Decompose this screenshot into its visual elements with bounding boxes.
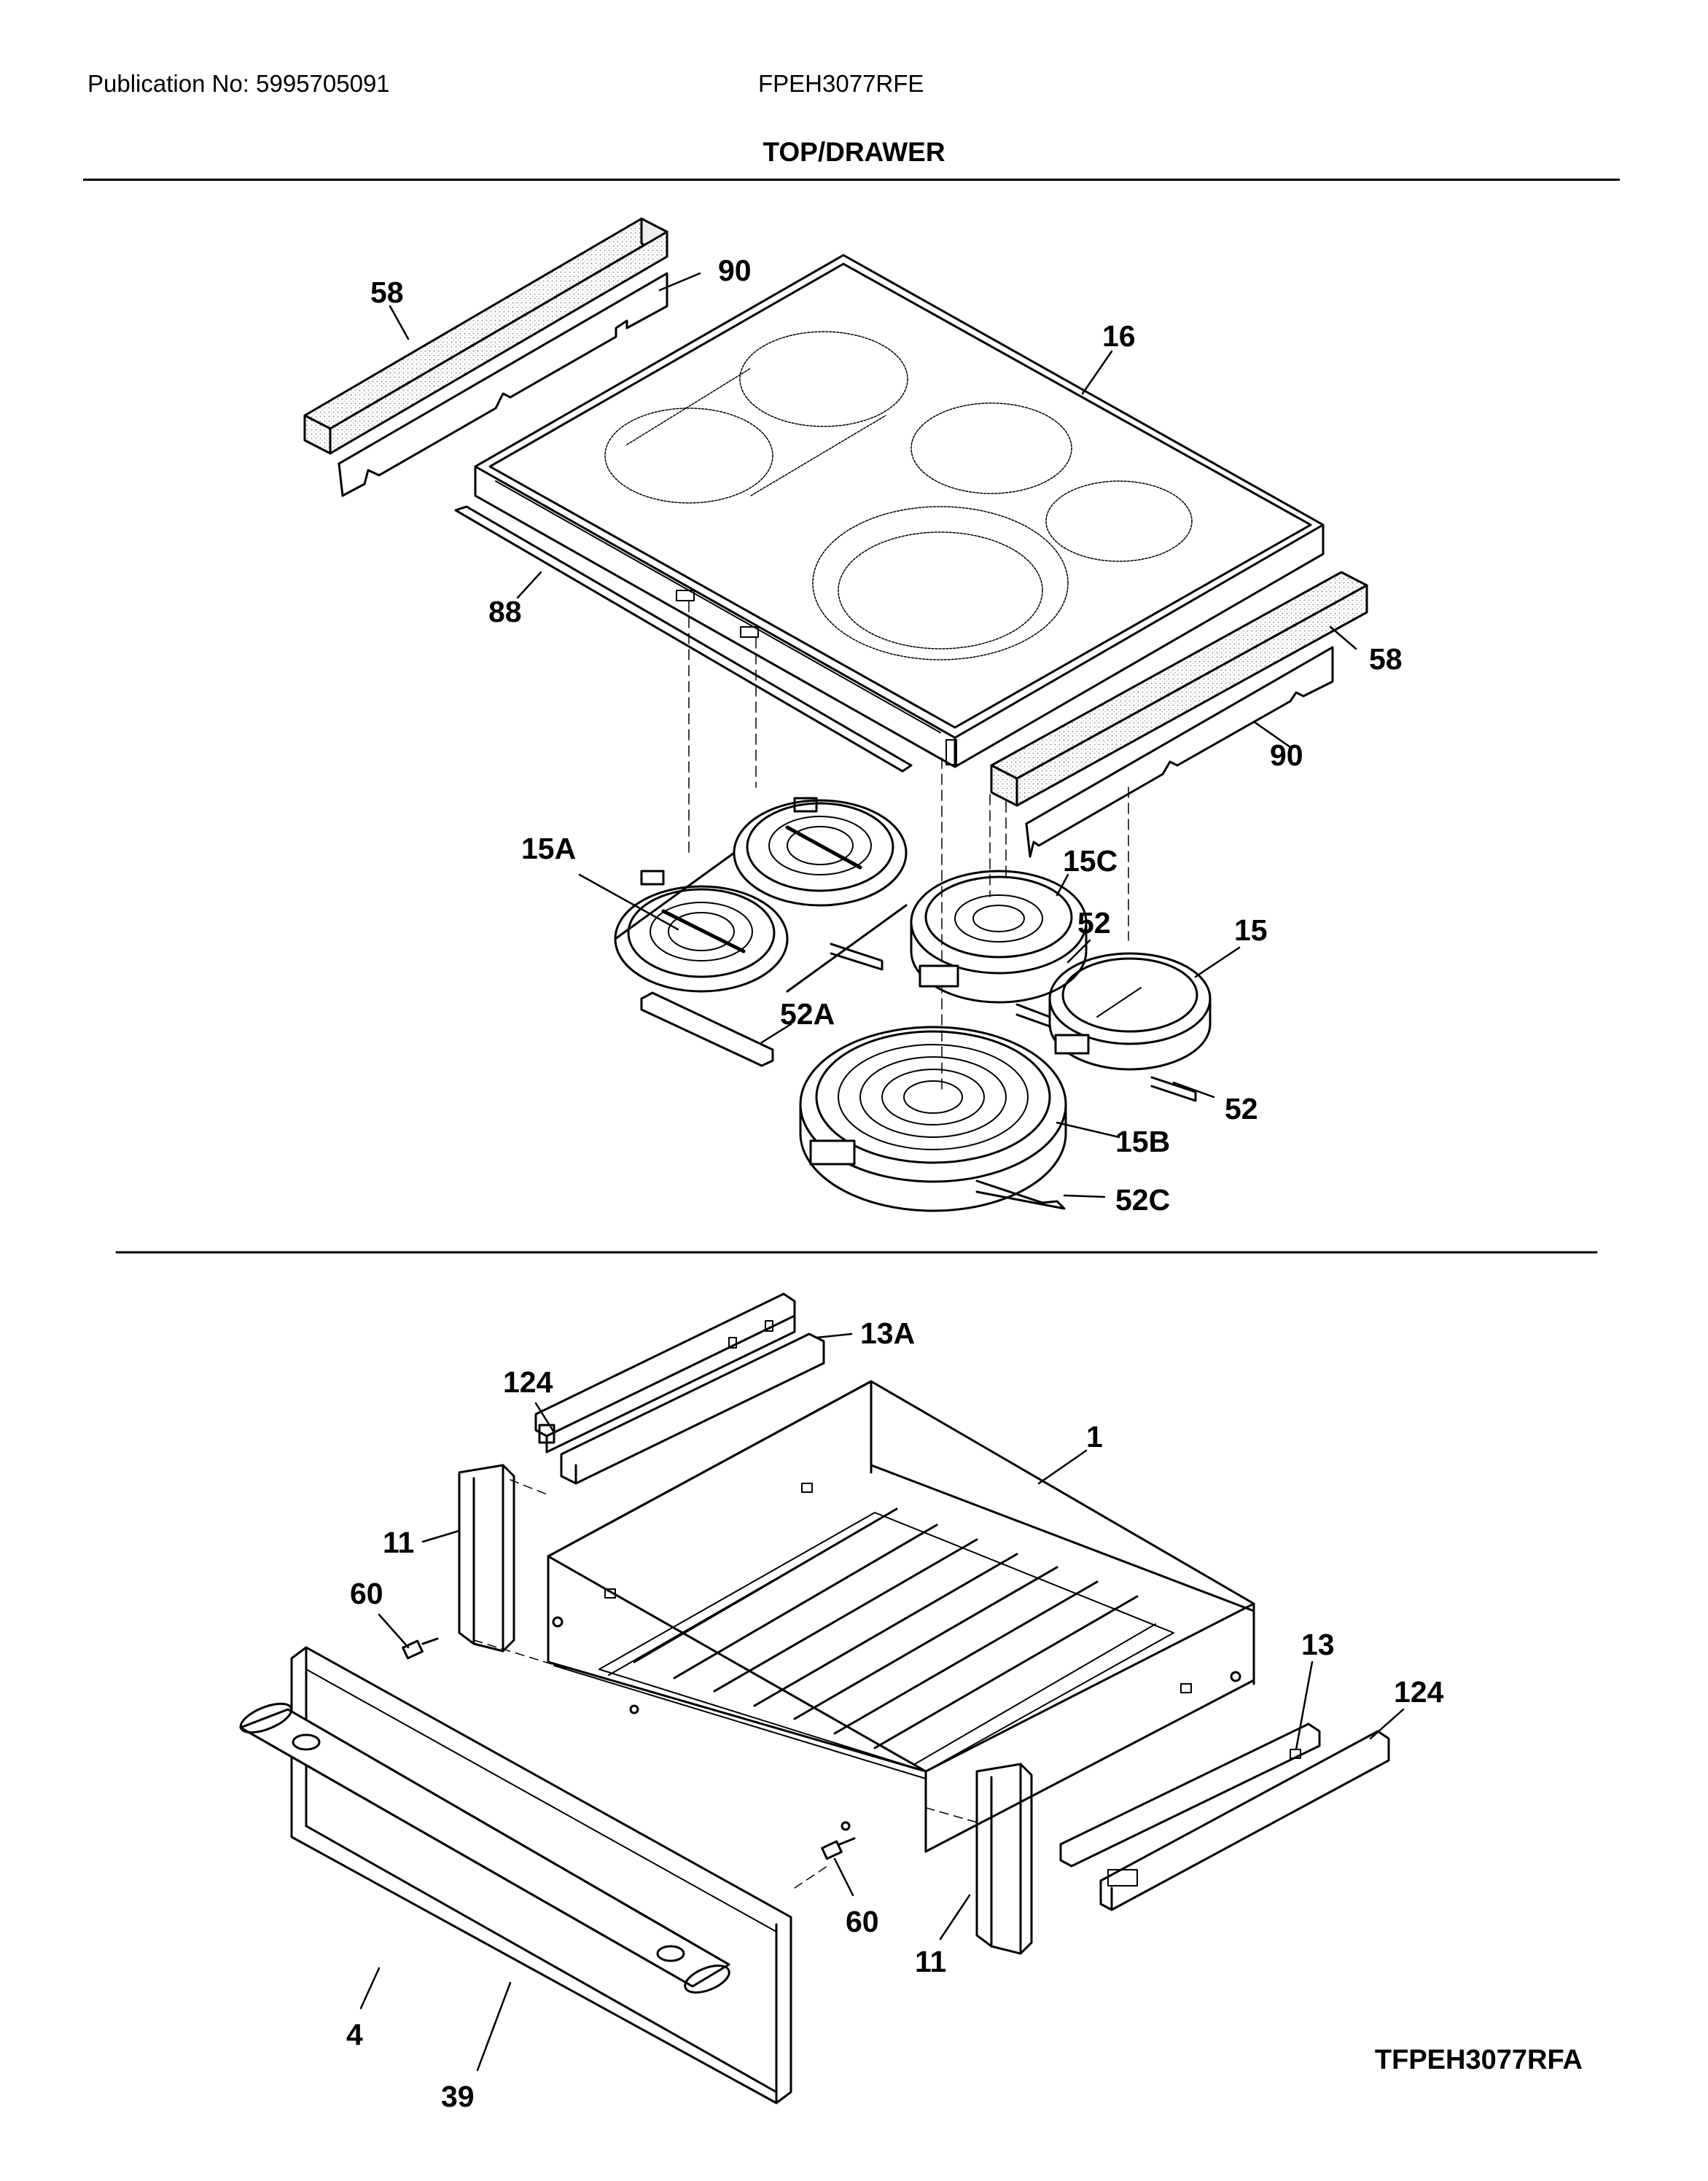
callout-90-left: 90 <box>718 254 752 287</box>
element-strap-15 <box>1150 1076 1197 1102</box>
side-bracket-left <box>458 1464 515 1653</box>
callout-1: 1 <box>1086 1420 1103 1454</box>
callout-90-right: 90 <box>1270 738 1303 772</box>
callout-11-right: 11 <box>915 1945 946 1978</box>
figure-code: TFPEH3077RFA <box>1374 2045 1583 2075</box>
element-15 <box>1048 952 1212 1071</box>
header-divider <box>83 179 1620 181</box>
callout-52c: 52C <box>1115 1183 1170 1217</box>
callout-4: 4 <box>346 2018 363 2051</box>
drawer-front-panel <box>290 1646 792 2104</box>
callout-52-lower: 52 <box>1225 1092 1258 1125</box>
seal-strip <box>454 505 913 773</box>
trim-strip-left <box>303 217 668 455</box>
drawer-box <box>547 1380 1255 1853</box>
callout-88: 88 <box>488 595 522 628</box>
callout-39: 39 <box>441 2080 475 2113</box>
callout-13a: 13A <box>860 1316 915 1350</box>
callout-58-left: 58 <box>370 276 404 309</box>
element-strap-15b <box>975 1179 1066 1210</box>
callout-15c: 15C <box>1063 844 1118 878</box>
element-strap-short <box>830 943 884 971</box>
leader-lines-top <box>389 272 1357 1198</box>
callout-15a: 15A <box>521 832 576 865</box>
bracket-right <box>1025 646 1334 858</box>
callout-16: 16 <box>1102 319 1136 353</box>
callout-52-upper: 52 <box>1077 906 1111 940</box>
callout-15: 15 <box>1234 913 1268 947</box>
alignment-lines-drawer <box>473 1479 978 1889</box>
callout-58-right: 58 <box>1369 642 1403 676</box>
model-number: FPEH3077RFE <box>758 70 924 97</box>
side-bracket-right <box>975 1763 1033 1955</box>
bracket-left <box>338 272 668 497</box>
callout-13: 13 <box>1301 1628 1335 1661</box>
screw-left <box>402 1637 439 1660</box>
leader-lines-drawer <box>359 1333 1405 2072</box>
element-15b <box>799 1026 1067 1212</box>
element-strap-15c <box>1015 1003 1051 1028</box>
slide-rail-lower <box>1059 1722 1390 1911</box>
callout-60-right: 60 <box>846 1905 879 1938</box>
publication-number: Publication No: 5995705091 <box>87 70 390 97</box>
callout-11-left: 11 <box>383 1526 414 1559</box>
trim-strip-right <box>990 571 1368 807</box>
drawer-handle <box>239 1702 730 1994</box>
callout-124-upper: 124 <box>503 1365 553 1399</box>
callout-15b: 15B <box>1115 1125 1170 1158</box>
screw-right <box>821 1837 856 1860</box>
alignment-lines-top <box>688 601 1129 1090</box>
cooktop-glass <box>474 254 1325 768</box>
element-strap-dual <box>640 991 774 1067</box>
section-title: TOP/DRAWER <box>763 137 945 167</box>
callout-60-left: 60 <box>350 1577 383 1610</box>
dual-heating-element <box>614 797 908 993</box>
callout-124-lower: 124 <box>1394 1675 1444 1709</box>
slide-rail-upper <box>534 1292 825 1485</box>
callout-52a: 52A <box>780 997 835 1031</box>
